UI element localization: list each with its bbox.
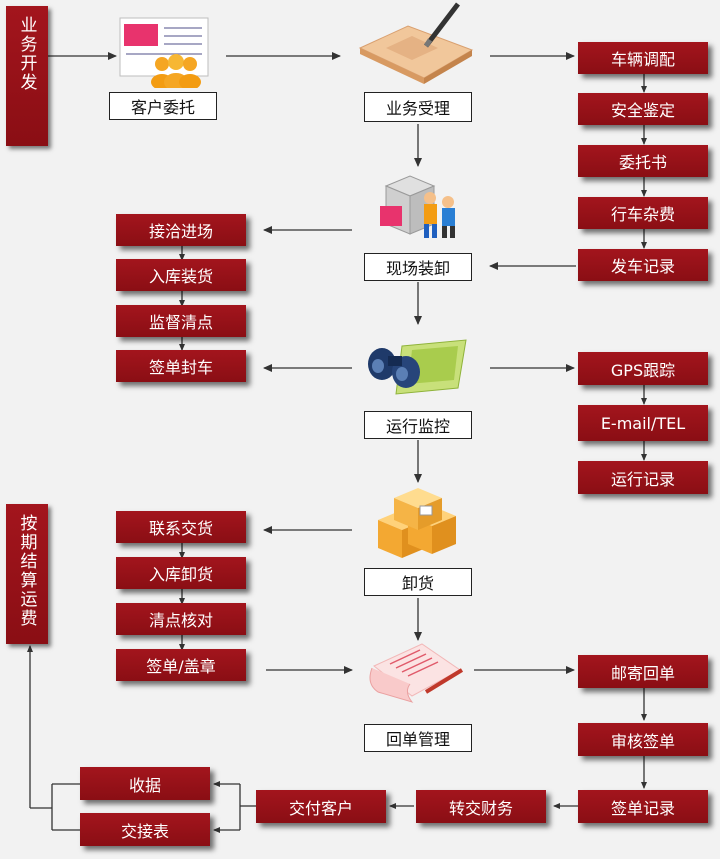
step-vehicle-dispatch: 车辆调配 bbox=[578, 42, 708, 74]
step-handover-form: 交接表 bbox=[80, 813, 210, 846]
workers-icon bbox=[370, 172, 462, 248]
stage-run-monitor: 运行监控 bbox=[364, 411, 472, 439]
step-sign-seal: 签单封车 bbox=[116, 350, 246, 382]
step-email-tel: E-mail/TEL bbox=[578, 405, 708, 441]
document-pen-icon bbox=[356, 2, 476, 90]
stage-unload: 卸货 bbox=[364, 568, 472, 596]
business-dev-label: 业务开发 bbox=[6, 6, 48, 146]
step-contact-entry: 接洽进场 bbox=[116, 214, 246, 246]
settle-fee-text: 按期结算运费 bbox=[16, 514, 37, 628]
step-gps-tracking: GPS跟踪 bbox=[578, 352, 708, 385]
binoculars-icon bbox=[362, 330, 470, 404]
stage-client-entrust: 客户委托 bbox=[109, 92, 217, 120]
receipt-icon bbox=[364, 640, 468, 710]
step-trip-expenses: 行车杂费 bbox=[578, 197, 708, 229]
step-deliver-client: 交付客户 bbox=[256, 790, 386, 823]
step-transfer-finance: 转交财务 bbox=[416, 790, 546, 823]
step-review-sign: 审核签单 bbox=[578, 723, 708, 756]
step-entrust-letter: 委托书 bbox=[578, 145, 708, 177]
step-warehouse-unload: 入库卸货 bbox=[116, 557, 246, 589]
step-contact-delivery: 联系交货 bbox=[116, 511, 246, 543]
boxes-icon bbox=[372, 486, 462, 566]
step-receipt: 收据 bbox=[80, 767, 210, 800]
step-mail-receipt: 邮寄回单 bbox=[578, 655, 708, 688]
stage-business-accept: 业务受理 bbox=[364, 92, 472, 122]
settle-fee-label: 按期结算运费 bbox=[6, 504, 48, 644]
business-dev-text: 业务开发 bbox=[16, 16, 37, 92]
step-safety-check: 安全鉴定 bbox=[578, 93, 708, 125]
client-icon bbox=[118, 16, 214, 92]
step-sign-record: 签单记录 bbox=[578, 790, 708, 823]
step-run-record: 运行记录 bbox=[578, 461, 708, 494]
step-supervise-count: 监督清点 bbox=[116, 305, 246, 337]
stage-site-loading: 现场装卸 bbox=[364, 253, 472, 281]
stage-receipt-manage: 回单管理 bbox=[364, 724, 472, 752]
step-sign-stamp: 签单/盖章 bbox=[116, 649, 246, 681]
step-warehouse-load: 入库装货 bbox=[116, 259, 246, 291]
step-count-verify: 清点核对 bbox=[116, 603, 246, 635]
step-departure-record: 发车记录 bbox=[578, 249, 708, 281]
